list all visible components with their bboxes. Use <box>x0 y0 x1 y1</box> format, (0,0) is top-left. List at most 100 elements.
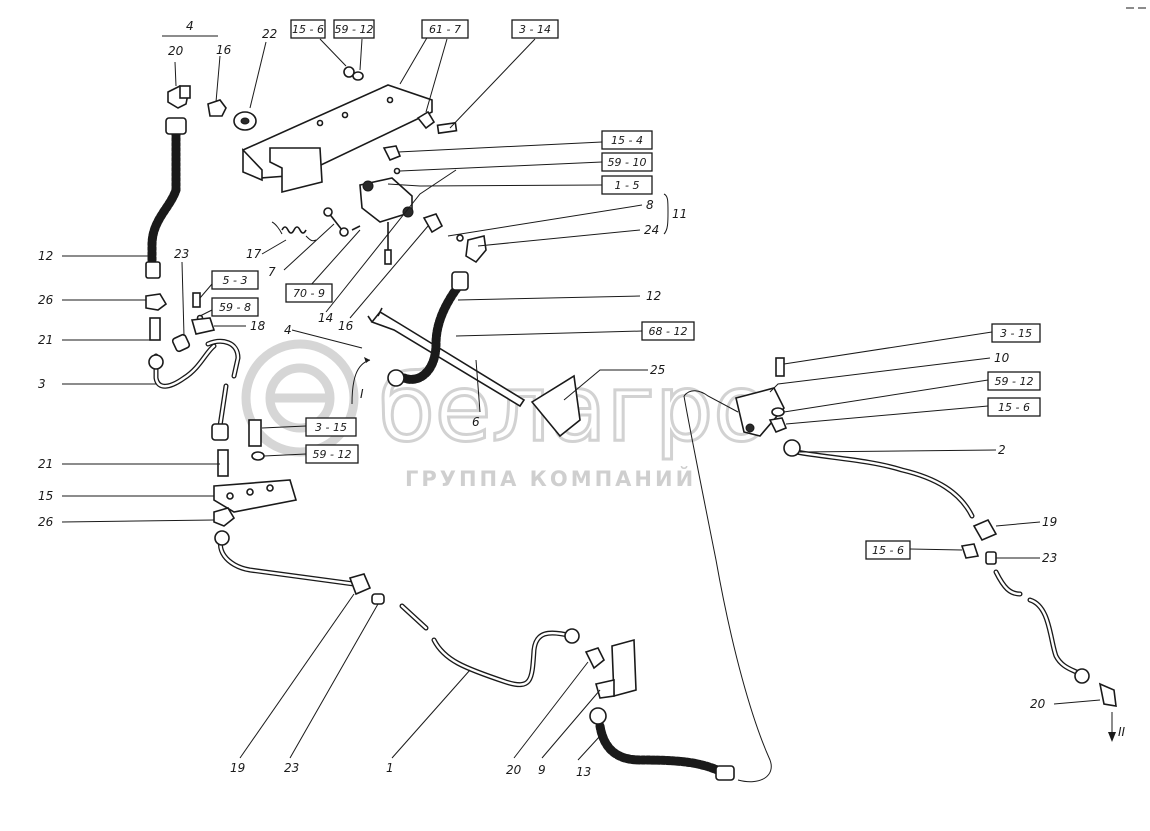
union-fitting-16 <box>207 99 227 117</box>
washer <box>352 71 364 81</box>
pipe-right-lower <box>993 569 1090 684</box>
nut-26 <box>145 293 168 311</box>
parts-drawing <box>145 35 1117 783</box>
bolt <box>775 357 785 377</box>
bracket-9 <box>594 638 637 699</box>
pipe-2 <box>783 439 975 519</box>
part-number: 20 <box>168 44 184 58</box>
ref-box: 3 - 15 <box>991 323 1041 343</box>
ref-label: 3 - 15 <box>1000 327 1032 340</box>
ref-box: 3 - 15 <box>305 417 357 437</box>
ref-box: 59 - 8 <box>211 297 259 317</box>
ref-box: 59 - 10 <box>601 152 653 172</box>
watermark-tagline: ГРУППА КОМПАНИЙ <box>405 466 696 491</box>
part-number: 8 <box>646 198 654 212</box>
elbow-fitting-20 <box>167 85 191 109</box>
part-number: 12 <box>646 289 661 303</box>
part-number: 13 <box>576 765 591 779</box>
ref-box: 3 - 14 <box>511 19 559 39</box>
ref-label: 3 - 15 <box>315 421 347 434</box>
part-number: 3 <box>38 377 46 391</box>
part-number: 19 <box>1042 515 1057 529</box>
part-number: 24 <box>644 223 659 237</box>
arrow-head-icon <box>364 357 370 363</box>
connection-line <box>683 390 739 413</box>
pipe-1 <box>214 530 580 688</box>
clip-18 <box>190 317 216 335</box>
part-number: 25 <box>650 363 665 377</box>
ref-box: 1 - 5 <box>601 175 653 195</box>
ref-label: 15 - 4 <box>611 134 643 147</box>
ref-label: 15 - 6 <box>998 401 1030 414</box>
clamp-19 <box>348 573 372 596</box>
bolt <box>248 419 262 447</box>
brake-valve <box>359 177 414 265</box>
ref-box: 61 - 7 <box>421 19 469 39</box>
reference-boxes: 15 - 6 59 - 12 61 - 7 3 - 14 15 - 4 59 -… <box>211 19 1041 560</box>
part-number: 23 <box>174 247 189 261</box>
part-number: 21 <box>38 457 53 471</box>
ref-label: 3 - 14 <box>519 23 551 36</box>
part-number: 16 <box>338 319 354 333</box>
pin <box>351 225 361 231</box>
ref-label: 59 - 12 <box>313 448 352 461</box>
ref-box: 59 - 12 <box>333 19 375 39</box>
ref-label: 15 - 6 <box>872 544 904 557</box>
ref-label: 5 - 3 <box>223 274 248 287</box>
bolt <box>192 292 201 308</box>
bolt <box>436 121 458 135</box>
group-brace <box>663 193 669 235</box>
ref-label: 15 - 6 <box>292 23 324 36</box>
part-number: 2 <box>998 443 1006 457</box>
arrow-head-icon <box>1108 732 1116 742</box>
nut <box>416 110 436 130</box>
ref-label: 59 - 8 <box>219 301 251 314</box>
connector-21 <box>217 449 229 477</box>
clamp-19 <box>972 518 998 542</box>
sleeve-23 <box>371 593 385 605</box>
part-number: 20 <box>506 763 522 777</box>
nut <box>960 543 980 559</box>
ref-label: 68 - 12 <box>649 325 688 338</box>
nut <box>382 145 402 162</box>
ref-label: 70 - 9 <box>293 287 325 300</box>
part-number: 4 <box>284 323 292 337</box>
part-number: 10 <box>994 351 1010 365</box>
part-number: 16 <box>216 43 232 57</box>
washer <box>251 451 265 461</box>
ref-box: 15 - 6 <box>987 397 1041 417</box>
hose-12-center <box>387 271 469 387</box>
pedal-plate <box>241 84 433 194</box>
pedal-lever <box>367 307 581 438</box>
leader-lines <box>61 35 1101 761</box>
part-number: 19 <box>230 761 245 775</box>
view-marker-II: II <box>1118 725 1126 739</box>
ref-box: 5 - 3 <box>211 270 259 290</box>
part-number: 17 <box>246 247 262 261</box>
washer <box>456 234 464 242</box>
connection-line <box>683 395 772 783</box>
ref-box: 70 - 9 <box>285 283 333 303</box>
ref-box: 59 - 12 <box>305 444 359 464</box>
part-number: 14 <box>318 311 333 325</box>
part-number: 22 <box>262 27 277 41</box>
part-number: 4 <box>186 19 194 33</box>
part-number: 18 <box>250 319 266 333</box>
nut <box>343 66 355 78</box>
pipe-3 <box>148 338 241 441</box>
ref-label: 59 - 12 <box>995 375 1034 388</box>
part-number: 23 <box>1042 551 1057 565</box>
ref-box: 15 - 6 <box>290 19 326 39</box>
ref-label: 1 - 5 <box>615 179 640 192</box>
ref-box: 15 - 4 <box>601 130 653 150</box>
hose-13 <box>589 707 735 781</box>
sleeve-23 <box>985 551 997 565</box>
part-number: 26 <box>38 515 54 529</box>
fitting-8 <box>422 213 444 234</box>
part-number: 1 <box>386 761 394 775</box>
elbow-fitting-20 <box>1098 682 1117 707</box>
part-number: 12 <box>38 249 53 263</box>
part-number: 6 <box>472 415 480 429</box>
part-number-labels: 4 20 16 22 5 12 23 26 21 18 3 17 7 14 4 … <box>38 19 1057 779</box>
